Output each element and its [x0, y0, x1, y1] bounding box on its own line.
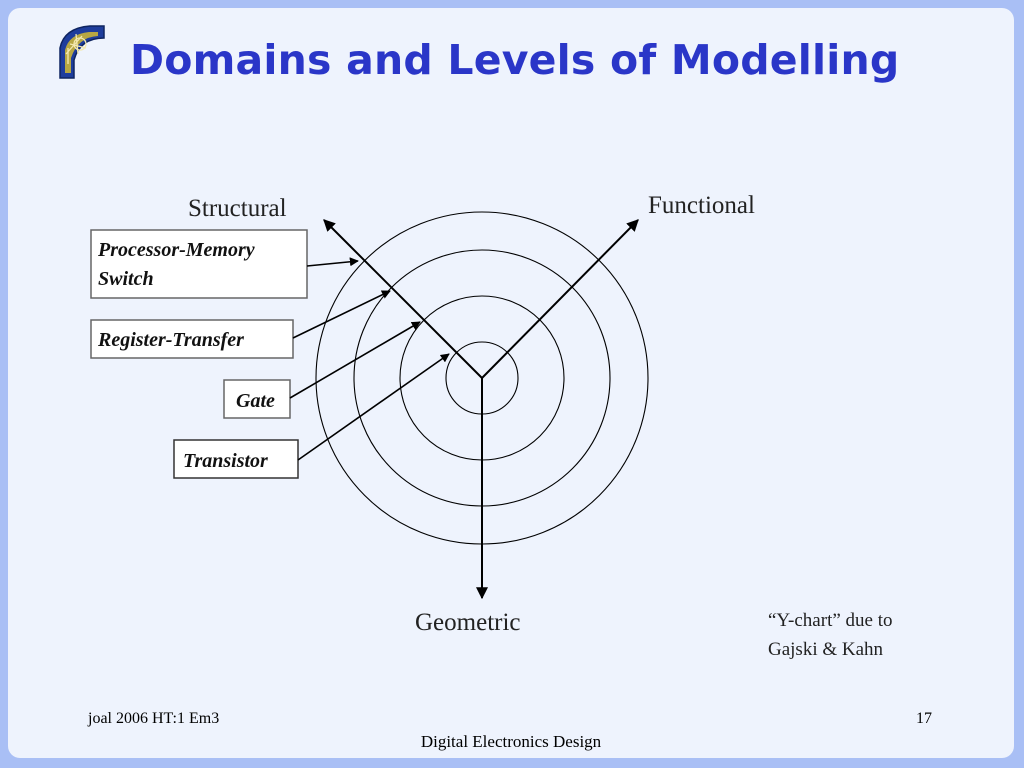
footer-course-title: Digital Electronics Design — [420, 732, 602, 751]
register-transfer-box — [90, 319, 294, 359]
footer-author: joal 2006 HT:1 Em3 — [88, 710, 220, 727]
gate-pointer — [289, 321, 421, 399]
processor-memory-label-line1: Processor-Memory — [97, 239, 255, 261]
transistor-label: Transistor — [183, 450, 268, 472]
functional-axis — [481, 219, 639, 379]
structural-axis — [323, 219, 483, 379]
processor-memory-label-line2: Switch — [98, 268, 154, 290]
register-transfer-pointer — [292, 290, 391, 339]
gate-label: Gate — [236, 390, 275, 412]
gate-box — [223, 379, 291, 419]
register-transfer-label: Register-Transfer — [97, 329, 244, 351]
university-shield-logo-icon — [59, 25, 105, 79]
transistor-box — [173, 439, 299, 479]
y-chart-note-line2: Gajski & Kahn — [768, 639, 884, 660]
functional-label: Functional — [648, 192, 755, 219]
transistor-pointer — [297, 353, 450, 461]
y-chart-diagram: Structural Functional Geometric Processo… — [90, 192, 893, 660]
processor-memory-pointer — [306, 257, 359, 267]
slide: Domains and Levels of Modelling Structur… — [8, 8, 1014, 758]
page-number: 17 — [916, 710, 932, 727]
y-chart-note-line1: “Y-chart” due to — [768, 610, 893, 631]
page-title: Domains and Levels of Modelling — [130, 36, 900, 84]
structural-label: Structural — [188, 195, 287, 222]
geometric-label: Geometric — [415, 609, 521, 636]
processor-memory-box — [90, 229, 308, 299]
